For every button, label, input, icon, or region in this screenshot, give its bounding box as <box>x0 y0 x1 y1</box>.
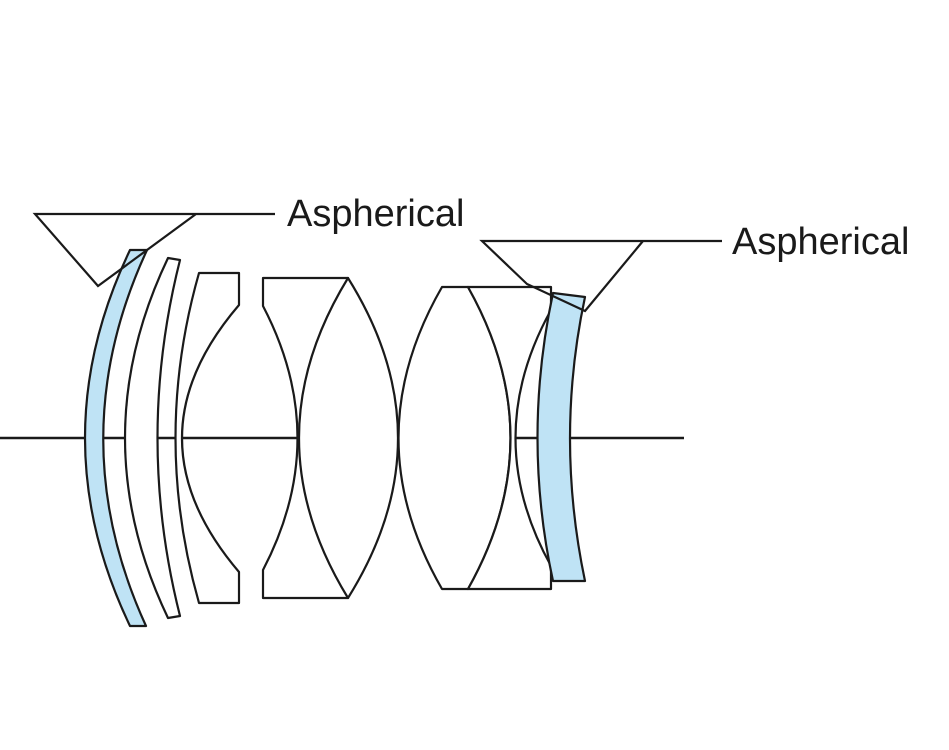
callout-leader-2 <box>479 239 722 313</box>
lens-element-1-aspherical <box>84 248 149 628</box>
lens-element-7 <box>466 285 553 591</box>
callout-label-aspherical-2: Aspherical <box>732 221 909 263</box>
lens-element-5 <box>298 276 399 600</box>
lens-element-8-aspherical <box>536 291 587 583</box>
callout-label-aspherical-1: Aspherical <box>287 193 464 235</box>
callout-leader-1 <box>32 212 275 288</box>
lens-element-3 <box>174 271 241 605</box>
lens-element-2 <box>123 256 182 620</box>
